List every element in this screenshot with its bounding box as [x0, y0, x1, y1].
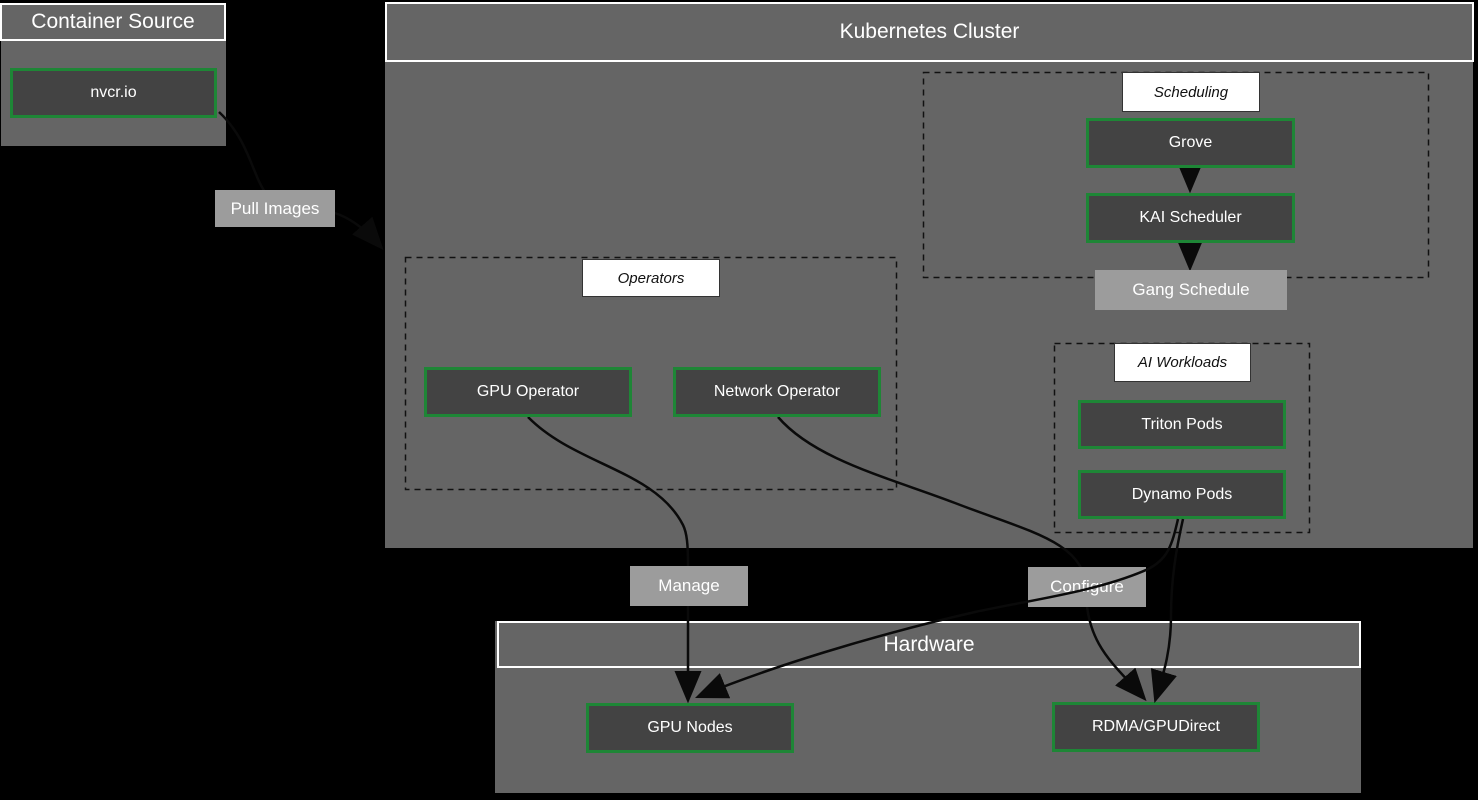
node-grove: Grove	[1086, 118, 1295, 168]
ai-workloads-subgraph-label: AI Workloads	[1114, 343, 1251, 382]
manage-label-text: Manage	[658, 576, 720, 595]
manage-label: Manage	[630, 566, 748, 606]
node-gpu-nodes-label: GPU Nodes	[647, 719, 733, 736]
node-dynamo-pods-label: Dynamo Pods	[1131, 485, 1233, 503]
node-grove-label: Grove	[1168, 134, 1213, 151]
hardware-title: Hardware	[497, 621, 1361, 668]
kubernetes-cluster-title: Kubernetes Cluster	[385, 2, 1474, 62]
node-nvcr: nvcr.io	[10, 68, 217, 118]
node-triton-pods: Triton Pods	[1078, 400, 1286, 449]
node-kai-scheduler-label: KAI Scheduler	[1139, 209, 1242, 226]
kubernetes-cluster-group	[385, 62, 1473, 548]
configure-label: Configure	[1028, 567, 1146, 607]
node-triton-pods-label: Triton Pods	[1141, 415, 1223, 433]
gang-schedule-label-text: Gang Schedule	[1132, 280, 1250, 299]
node-gpu-operator-label: GPU Operator	[476, 383, 580, 400]
node-gpu-operator: GPU Operator	[424, 367, 632, 417]
scheduling-subgraph-label: Scheduling	[1122, 72, 1260, 112]
hardware-title-text: Hardware	[883, 632, 975, 656]
node-network-operator-label: Network Operator	[713, 383, 841, 400]
node-network-operator: Network Operator	[673, 367, 881, 417]
node-rdma-gpudirect: RDMA/GPUDirect	[1052, 702, 1260, 752]
operators-subgraph-label: Operators	[582, 259, 720, 297]
configure-label-text: Configure	[1050, 577, 1124, 596]
scheduling-subgraph-label-text: Scheduling	[1153, 83, 1229, 101]
container-source-title-text: Container Source	[31, 10, 195, 33]
node-gpu-nodes: GPU Nodes	[586, 703, 794, 753]
container-source-title: Container Source	[0, 3, 226, 41]
pull-images-label-text: Pull Images	[230, 198, 320, 218]
node-dynamo-pods: Dynamo Pods	[1078, 470, 1286, 519]
operators-subgraph-label-text: Operators	[617, 269, 685, 287]
pull-images-label: Pull Images	[215, 190, 335, 227]
ai-workloads-subgraph-label-text: AI Workloads	[1137, 354, 1228, 371]
node-rdma-gpudirect-label: RDMA/GPUDirect	[1091, 718, 1220, 735]
kubernetes-cluster-title-text: Kubernetes Cluster	[839, 20, 1020, 43]
node-kai-scheduler: KAI Scheduler	[1086, 193, 1295, 243]
node-nvcr-label: nvcr.io	[90, 84, 137, 101]
gang-schedule-label: Gang Schedule	[1095, 270, 1287, 310]
